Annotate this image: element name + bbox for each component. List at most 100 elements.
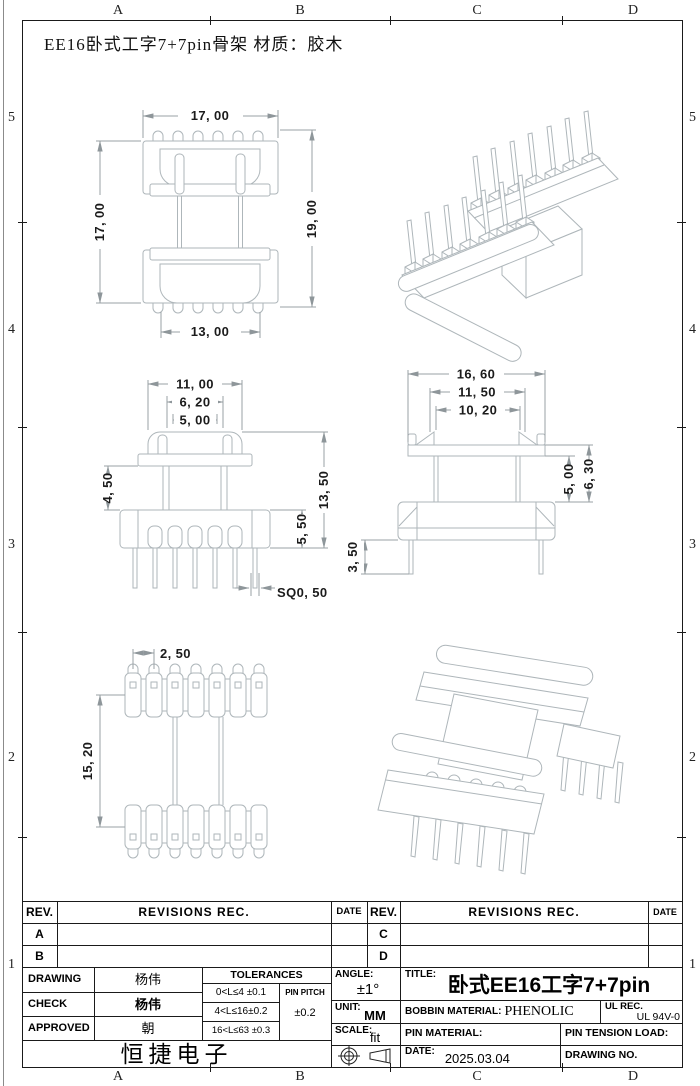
zone-col-label: A xyxy=(112,1068,124,1084)
dim-pitch: 2, 50 xyxy=(160,646,191,661)
tb-line xyxy=(57,901,58,967)
tb-line xyxy=(331,1023,682,1024)
dim-h-right-inner: 5, 50 xyxy=(294,514,309,545)
tb-line xyxy=(202,983,331,984)
revisions-header-left: REVISIONS REC. xyxy=(138,905,250,919)
ul-rec-label: UL REC. xyxy=(605,1001,643,1012)
scale-value: fit xyxy=(369,1030,381,1045)
tb-line xyxy=(331,1045,682,1046)
zone-col-label: C xyxy=(472,1068,482,1084)
zone-row-label: 5 xyxy=(689,110,696,125)
dim-pin-sq: SQ0, 50 xyxy=(277,585,328,600)
zone-tick xyxy=(210,16,211,25)
zone-row-label: 3 xyxy=(689,537,696,552)
date-field-row: DATE: 2025.03.04 xyxy=(405,1047,560,1065)
dimensions: 2, 50 15, 20 xyxy=(80,646,191,828)
zone-tick xyxy=(677,427,686,428)
frame-right xyxy=(682,20,683,1068)
zone-row-label: 1 xyxy=(689,957,696,972)
date-field-value: 2025.03.04 xyxy=(444,1050,510,1066)
tb-line xyxy=(202,967,203,1040)
angle-value: ±1° xyxy=(356,980,380,998)
zone-col-label: B xyxy=(295,1068,305,1084)
rev-row-a: A xyxy=(35,927,44,941)
zone-tick xyxy=(677,222,686,223)
pin-pitch-value: ±0.2 xyxy=(294,1006,316,1019)
zone-tick xyxy=(390,1063,391,1072)
sheet-title: EE16卧式工字7+7pin骨架 材质：胶木 xyxy=(44,35,344,54)
dim-h-left: 4, 50 xyxy=(100,473,115,504)
zone-tick xyxy=(210,1063,211,1072)
dimensions: 17, 00 19, 00 17, 00 13, 00 xyxy=(92,108,319,339)
zone-row-label: 5 xyxy=(8,110,15,125)
tolerance-row-1: 0<L≤4 ±0.1 xyxy=(215,986,267,998)
pin-material-label: PIN MATERIAL: xyxy=(405,1027,483,1039)
tb-line xyxy=(22,901,682,902)
ul-rec-value: UL 94V-0 xyxy=(636,1011,680,1024)
drawing-no-label: DRAWING NO. xyxy=(565,1049,638,1061)
dimensions: 11, 00 6, 20 5, 00 4, 50 13, 50 5, 50 xyxy=(100,377,331,600)
part-outline xyxy=(124,663,268,859)
tb-line xyxy=(279,983,280,1040)
zone-row-label: 2 xyxy=(8,750,15,765)
dim-top: 17, 00 xyxy=(191,108,230,123)
frame-left xyxy=(22,20,23,1068)
drawing-label: DRAWING xyxy=(28,973,82,985)
dim-h-r2: 6, 30 xyxy=(581,459,596,490)
rev-row-c: C xyxy=(379,927,388,941)
frame-top xyxy=(22,20,682,21)
tb-line xyxy=(202,1002,279,1003)
dim-w1: 16, 60 xyxy=(457,367,496,382)
zone-tick xyxy=(18,632,27,633)
tb-line xyxy=(22,992,202,993)
tb-line xyxy=(22,923,682,924)
zone-tick xyxy=(562,1063,563,1072)
tb-line xyxy=(22,1016,202,1017)
dim-pin-len: 3, 50 xyxy=(345,542,360,573)
tb-line xyxy=(94,967,95,1040)
drawing-name: 杨伟 xyxy=(134,972,161,987)
dim-bottom: 13, 00 xyxy=(191,324,230,339)
dim-w1: 11, 00 xyxy=(176,377,214,392)
dimensions: 16, 60 11, 50 10, 20 5, 00 6, 30 3, 50 xyxy=(345,367,596,575)
unit-value: MM xyxy=(364,1007,386,1023)
zone-col-label: D xyxy=(627,1068,639,1084)
outer-border-line xyxy=(3,0,4,1086)
rev-row-b: B xyxy=(35,949,44,963)
title-label: TITLE: xyxy=(405,969,437,980)
zone-tick xyxy=(562,16,563,25)
dim-right: 19, 00 xyxy=(304,200,319,239)
zone-tick xyxy=(677,837,686,838)
zone-tick xyxy=(18,222,27,223)
bobbin-material-row: BOBBIN MATERIAL: PHENOLIC xyxy=(405,1000,598,1023)
isometric-view-2 xyxy=(377,644,624,875)
tb-line xyxy=(400,901,401,1068)
date-field-label: DATE: xyxy=(405,1046,435,1057)
zone-row-label: 1 xyxy=(8,957,15,972)
dim-w3: 5, 00 xyxy=(180,413,211,428)
tb-line xyxy=(22,1040,331,1041)
zone-tick xyxy=(18,427,27,428)
dim-w2: 6, 20 xyxy=(180,395,211,410)
tb-line xyxy=(600,1000,601,1023)
side-view-drawing: 16, 60 11, 50 10, 20 5, 00 6, 30 3, 50 xyxy=(345,367,596,575)
dim-span: 15, 20 xyxy=(80,742,95,781)
tolerances-label: TOLERANCES xyxy=(230,968,303,981)
part-outline xyxy=(377,644,624,875)
part-outline xyxy=(119,431,271,589)
zone-tick xyxy=(677,632,686,633)
zone-tick xyxy=(18,837,27,838)
dim-h-right-outer: 13, 50 xyxy=(316,471,331,510)
tb-line xyxy=(560,1023,561,1068)
tb-line xyxy=(367,901,368,967)
rev-row-d: D xyxy=(379,949,388,963)
bobbin-material-value: PHENOLIC xyxy=(504,1003,574,1019)
unit-label: UNIT: xyxy=(335,1002,361,1013)
projection-symbol xyxy=(338,1046,391,1066)
rev-header-left: REV. xyxy=(26,905,53,919)
date-header-right: DATE xyxy=(653,906,677,917)
part-outline xyxy=(397,431,556,575)
pin-tension-label: PIN TENSION LOAD: xyxy=(565,1027,669,1039)
zone-row-label: 4 xyxy=(689,322,696,337)
